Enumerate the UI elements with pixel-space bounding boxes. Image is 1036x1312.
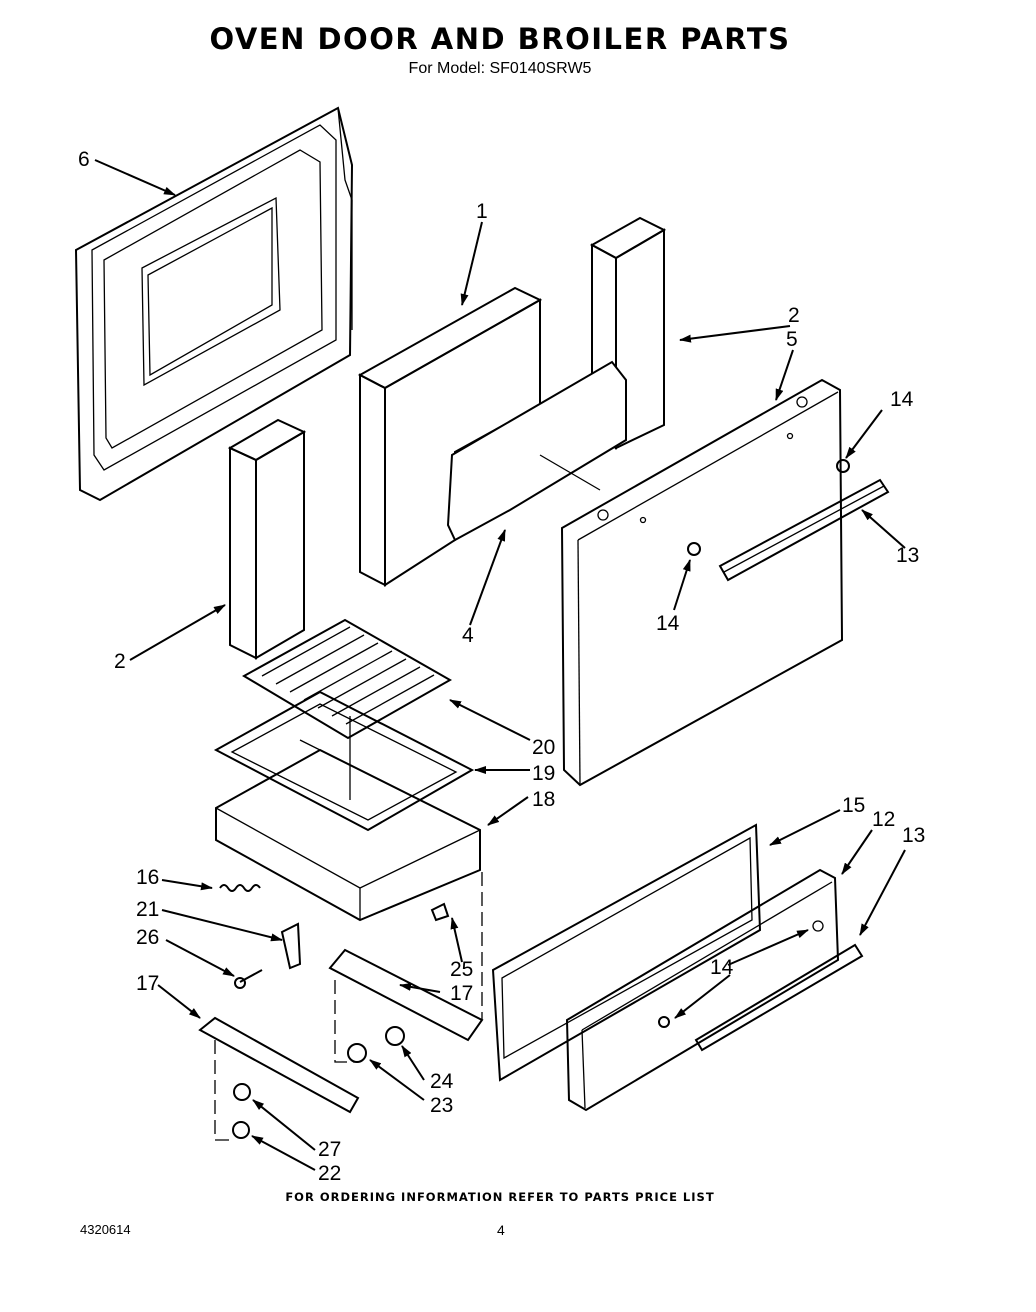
callout-label: 19 <box>532 762 555 785</box>
bushing-23 <box>347 1043 367 1063</box>
spring <box>219 884 261 892</box>
page-title: OVEN DOOR AND BROILER PARTS <box>209 22 791 56</box>
pan-clip <box>280 922 302 970</box>
callout-label: 20 <box>532 736 555 759</box>
callout-label: 14 <box>710 956 734 979</box>
callout-label: 26 <box>136 926 159 949</box>
drawer-front <box>565 868 840 1112</box>
callout-label: 14 <box>656 612 680 635</box>
handle-spacer-right <box>836 459 850 473</box>
left-insulation-strip <box>227 418 307 660</box>
callout-label: 12 <box>872 808 895 831</box>
callout-label: 14 <box>890 388 914 411</box>
callout-label: 6 <box>78 148 90 171</box>
drawer-handle <box>694 943 864 1052</box>
inner-door-liner <box>74 106 354 502</box>
bushing-27 <box>233 1083 251 1101</box>
drawer-inner-panel <box>491 823 762 1082</box>
callout-label: 23 <box>430 1094 453 1117</box>
callout-label: 13 <box>902 824 925 847</box>
broiler-grid <box>241 618 453 740</box>
callout-label: 17 <box>136 972 159 995</box>
drawer-spacer <box>658 1016 670 1028</box>
outer-door-panel <box>560 378 844 787</box>
callout-label: 21 <box>136 898 159 921</box>
document-number: 4320614 <box>80 1222 131 1237</box>
callout-label: 17 <box>450 982 473 1005</box>
small-clip <box>430 902 450 922</box>
roller-22 <box>232 1121 250 1139</box>
callout-label: 27 <box>318 1138 341 1161</box>
leader-lines <box>94 159 906 1171</box>
callout-label: 16 <box>136 866 159 889</box>
callout-label: 15 <box>842 794 865 817</box>
door-handle <box>718 478 890 582</box>
handle-spacer-left <box>687 542 701 556</box>
slide-rail-lower <box>198 1016 360 1114</box>
roller-24 <box>385 1026 405 1046</box>
callout-label: 22 <box>318 1162 341 1185</box>
callout-label: 2 <box>788 304 800 327</box>
ordering-note: FOR ORDERING INFORMATION REFER TO PARTS … <box>285 1190 715 1204</box>
callout-labels: 6 1 2 5 14 13 14 4 2 20 19 18 15 12 13 1… <box>78 148 925 1185</box>
model-subtitle: For Model: SF0140SRW5 <box>408 60 592 77</box>
callout-label: 18 <box>532 788 555 811</box>
screw <box>234 969 263 989</box>
callout-label: 2 <box>114 650 126 673</box>
main-insulation <box>357 286 543 587</box>
page-number: 4 <box>497 1222 505 1238</box>
callout-label: 4 <box>462 624 474 647</box>
callout-label: 5 <box>786 328 798 351</box>
callout-label: 13 <box>896 544 919 567</box>
callout-label: 24 <box>430 1070 454 1093</box>
broiler-pan <box>215 748 481 922</box>
callout-label: 25 <box>450 958 473 981</box>
door-baffle <box>446 360 627 542</box>
callout-label: 1 <box>476 200 488 223</box>
